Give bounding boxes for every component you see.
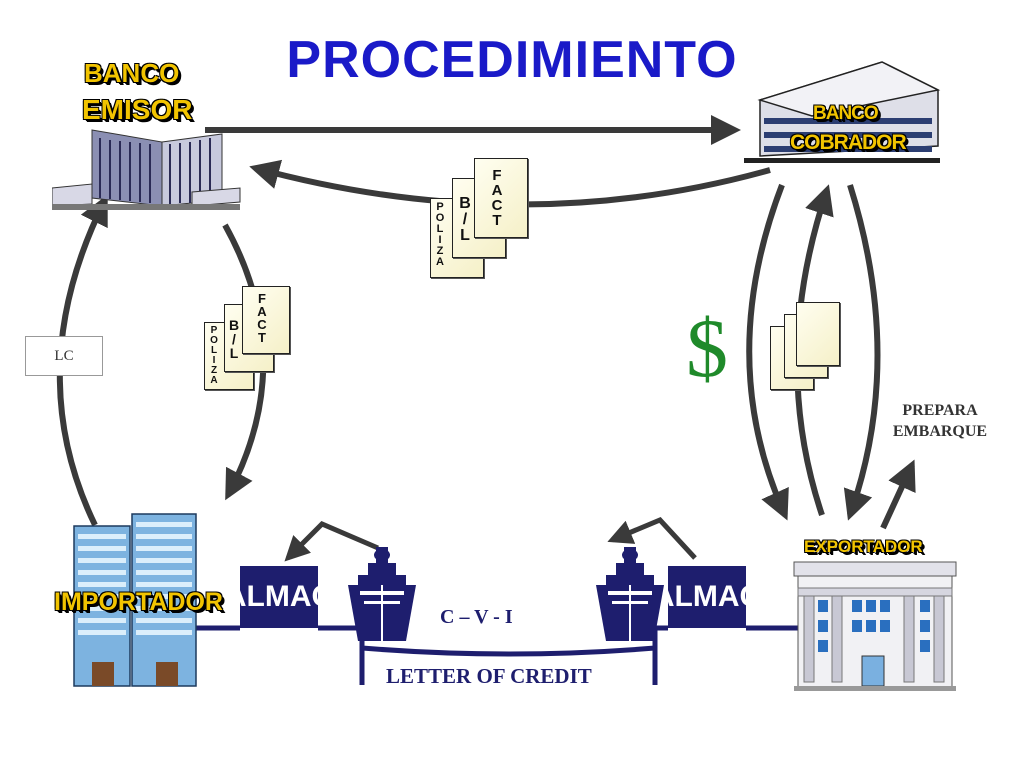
arrow-ship-left-to-almac	[284, 521, 379, 562]
bl-text-top: B / L	[459, 195, 471, 244]
almac-left-box: ALMAC	[225, 566, 333, 628]
bank-cobrador-building-icon	[744, 61, 941, 163]
arrow-prepara-embarque	[880, 459, 916, 530]
fact-document-top	[474, 158, 528, 238]
fact-text-left: F A C T	[257, 291, 267, 345]
ship-right-icon	[596, 547, 664, 641]
arrow-cobrador-to-exportador-right	[843, 184, 881, 521]
ship-left-icon	[348, 547, 416, 641]
dollar-sign-icon: $	[686, 302, 728, 395]
bank-building-icon	[52, 129, 241, 210]
almac-right-box: ALMAC	[653, 566, 761, 628]
poliza-text-top: P O L I Z A	[435, 201, 445, 268]
banco-emisor-label-line1: BANCO	[84, 58, 180, 88]
banco-cobrador-label-line1: BANCO	[813, 103, 879, 124]
importador-buildings-icon	[73, 513, 197, 687]
lc-label: LC	[25, 336, 103, 376]
prepara-embarque-label: PREPARA EMBARQUE	[880, 400, 1000, 442]
page-title: PROCEDIMIENTO	[286, 31, 738, 89]
letter-of-credit-label: LETTER OF CREDIT	[386, 664, 592, 688]
importador-label: IMPORTADOR	[54, 588, 223, 616]
arrow-cobrador-to-exportador-money	[746, 183, 789, 521]
exportador-label: EXPORTADOR	[804, 537, 923, 556]
fact-text-top: F A C T	[491, 167, 503, 229]
cvi-label: C – V - I	[440, 606, 513, 628]
prepara-line2: EMBARQUE	[892, 423, 988, 440]
exportador-building-icon	[793, 561, 957, 691]
prepara-line1: PREPARA	[902, 402, 978, 419]
arrow-ship-right-to-almac	[607, 517, 697, 560]
blank-document-3	[796, 302, 840, 366]
banco-cobrador-label-line2: COBRADOR	[790, 131, 907, 154]
bl-text-left: B / L	[228, 317, 240, 361]
poliza-text-left: P O L I Z A	[210, 325, 218, 386]
fact-document-left	[242, 286, 290, 354]
banco-emisor-label-line2: EMISOR	[82, 94, 193, 125]
